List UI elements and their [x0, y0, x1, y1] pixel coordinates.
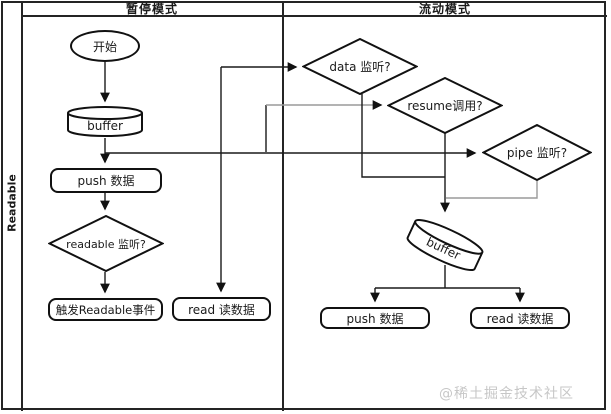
lane-header-divider	[22, 15, 607, 17]
diamond-icon	[48, 215, 164, 272]
node-push-left: push 数据	[50, 168, 162, 193]
edge-buffer-right-split	[375, 265, 520, 289]
node-readable-check: readable 监听?	[48, 215, 164, 272]
node-push-right: push 数据	[320, 307, 430, 329]
node-trigger-readable: 触发Readable事件	[48, 298, 163, 321]
node-buffer-right: buffer	[403, 214, 486, 277]
edge-pipe-check-down	[446, 181, 538, 199]
cylinder-icon	[406, 218, 484, 272]
node-read-right: read 读数据	[470, 307, 570, 329]
diamond-icon	[482, 124, 592, 181]
lane-divider	[282, 1, 284, 411]
diamond-icon	[387, 77, 503, 134]
pool-label-divider	[21, 1, 23, 411]
node-start: 开始	[70, 30, 140, 62]
node-buffer-left: buffer	[67, 106, 143, 137]
node-trigger-readable-label: 触发Readable事件	[55, 302, 156, 317]
node-push-left-label: push 数据	[77, 174, 135, 188]
node-pipe-check: pipe 监听?	[482, 124, 592, 181]
node-read-left-label: read 读数据	[188, 302, 255, 317]
cylinder-icon	[67, 106, 143, 137]
node-pipe-check-label: pipe 监听?	[506, 146, 568, 160]
diamond-icon	[302, 38, 418, 95]
node-data-check-label: data 监听?	[329, 60, 391, 74]
node-buffer-left-label: buffer	[87, 118, 123, 133]
node-read-left: read 读数据	[172, 297, 271, 321]
node-read-right-label: read 读数据	[486, 311, 554, 326]
watermark: @稀土掘金技术社区	[439, 386, 574, 402]
node-start-label: 开始	[92, 39, 117, 54]
node-readable-check-label: readable 监听?	[66, 237, 146, 251]
lane-header-paused: 暂停模式	[125, 2, 178, 16]
lane-header-flowing: 流动模式	[418, 2, 471, 16]
node-push-right-label: push 数据	[346, 311, 404, 326]
node-data-check: data 监听?	[302, 38, 418, 95]
node-resume-check-label: resume调用?	[407, 99, 483, 113]
edge-data-check-down	[361, 94, 445, 178]
node-resume-check: resume调用?	[387, 77, 503, 134]
